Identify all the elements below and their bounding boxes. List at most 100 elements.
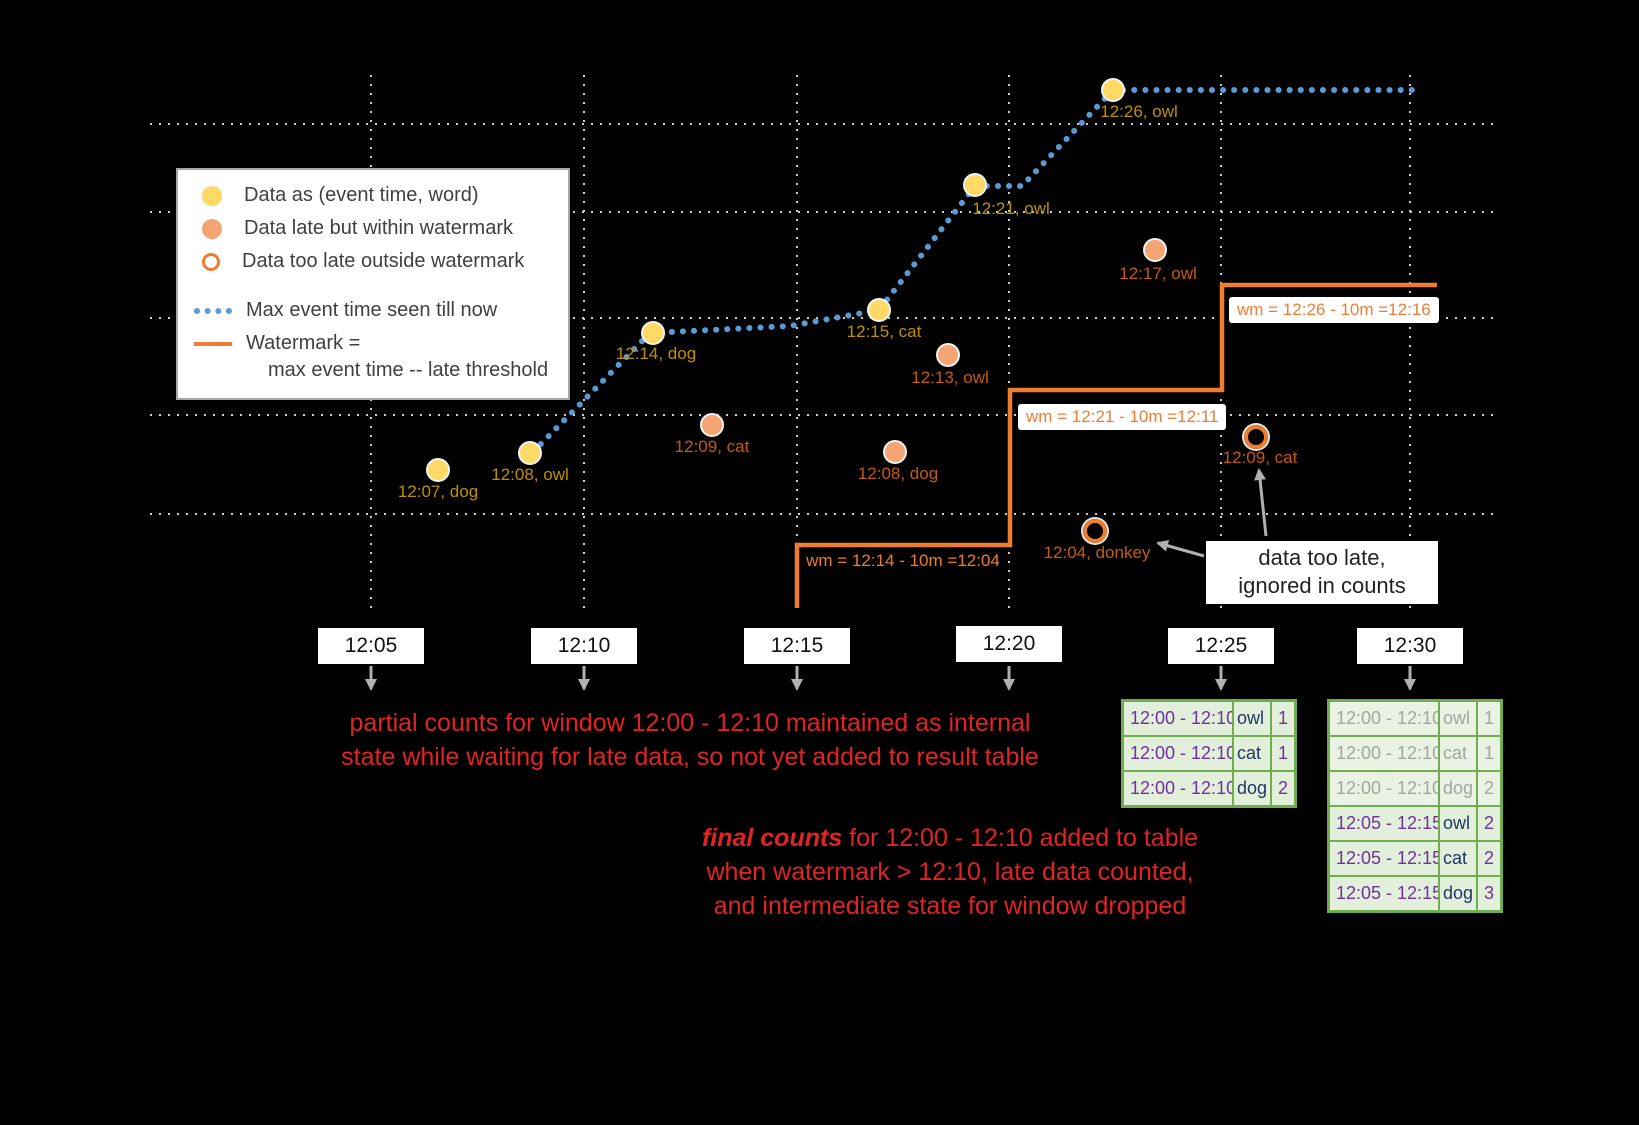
result-table-1225: 12:00 - 12:10 owl 1 12:00 - 12:10 cat 1 … — [1121, 699, 1297, 808]
table-row: 12:00 - 12:10 owl 1 — [1124, 702, 1294, 735]
event-point-label: 12:07, dog — [397, 482, 479, 501]
event-point-late — [883, 440, 907, 464]
table-row: 12:05 - 12:15 dog 3 — [1330, 877, 1500, 910]
event-point-label: 12:09, cat — [1222, 448, 1298, 467]
watermark-value-label: wm = 12:26 - 10m =12:16 — [1229, 297, 1439, 323]
on-time-dot-icon — [202, 185, 222, 206]
legend-label: Data too late outside watermark — [242, 250, 525, 272]
legend-label: max event time -- late threshold — [268, 359, 549, 381]
word-cell: dog — [1440, 772, 1476, 805]
event-point-label: 12:13, owl — [911, 368, 989, 387]
note-line: when watermark > 12:10, late data counte… — [706, 858, 1194, 886]
window-cell: 12:00 - 12:10 — [1330, 737, 1438, 770]
event-point-on-time — [518, 441, 542, 465]
result-table-1230: 12:00 - 12:10 owl 1 12:00 - 12:10 cat 1 … — [1327, 699, 1503, 913]
note-line: state while waiting for late data, so no… — [341, 743, 1039, 771]
event-point-on-time — [426, 458, 450, 482]
count-cell: 3 — [1478, 877, 1500, 910]
legend-item-max-event-time: Max event time seen till now — [194, 299, 552, 322]
legend-item-watermark-cont: max event time -- late threshold — [194, 359, 552, 382]
note-partial-counts: partial counts for window 12:00 - 12:10 … — [270, 706, 1110, 774]
word-cell: owl — [1440, 807, 1476, 840]
count-cell: 2 — [1478, 807, 1500, 840]
event-point-label: 12:14, dog — [615, 344, 697, 363]
count-cell: 1 — [1478, 702, 1500, 735]
word-cell: owl — [1440, 702, 1476, 735]
legend-spacer — [194, 370, 254, 371]
event-point-label: 12:21, owl — [972, 199, 1050, 218]
legend-item-too-late: Data too late outside watermark — [194, 250, 552, 273]
count-cell: 1 — [1478, 737, 1500, 770]
window-cell: 12:00 - 12:10 — [1330, 772, 1438, 805]
event-point-on-time — [1101, 78, 1125, 102]
event-point-too-late — [1083, 519, 1107, 543]
table-row-dropped: 12:00 - 12:10 dog 2 — [1330, 772, 1500, 805]
word-cell: dog — [1234, 772, 1270, 805]
note-final-counts: final counts for 12:00 - 12:10 added to … — [660, 821, 1240, 923]
axis-tick-1220: 12:20 — [956, 626, 1062, 662]
legend-item-watermark: Watermark = — [194, 332, 552, 355]
event-point-label: 12:17, owl — [1119, 264, 1197, 283]
axis-tick-1225: 12:25 — [1168, 628, 1274, 664]
word-cell: cat — [1440, 737, 1476, 770]
legend-item-on-time: Data as (event time, word) — [194, 184, 552, 207]
word-cell: dog — [1440, 877, 1476, 910]
count-cell: 2 — [1478, 842, 1500, 875]
too-late-ring-icon — [202, 252, 220, 271]
legend-label: Watermark = — [246, 332, 361, 354]
axis-tick-1210: 12:10 — [531, 628, 637, 664]
solid-line-icon — [194, 341, 232, 346]
event-point-label: 12:04, donkey — [1043, 543, 1151, 562]
legend-label: Max event time seen till now — [246, 299, 498, 321]
event-point-label: 12:26, owl — [1100, 102, 1178, 121]
event-point-on-time — [867, 298, 891, 322]
table-row-dropped: 12:00 - 12:10 cat 1 — [1330, 737, 1500, 770]
event-point-late — [936, 343, 960, 367]
event-point-label: 12:08, owl — [491, 465, 569, 484]
count-cell: 1 — [1272, 702, 1294, 735]
table-row: 12:00 - 12:10 cat 1 — [1124, 737, 1294, 770]
window-cell: 12:00 - 12:10 — [1124, 737, 1232, 770]
legend: Data as (event time, word) Data late but… — [176, 168, 570, 400]
window-cell: 12:05 - 12:15 — [1330, 807, 1438, 840]
table-row: 12:05 - 12:15 cat 2 — [1330, 842, 1500, 875]
watermark-line — [794, 282, 1437, 608]
event-point-label: 12:08, dog — [857, 464, 939, 483]
legend-label: Data as (event time, word) — [244, 184, 479, 206]
note-emphasis: final counts — [701, 824, 843, 852]
axis-tick-1215: 12:15 — [744, 628, 850, 664]
watermark-value-label: wm = 12:21 - 10m =12:11 — [1018, 404, 1227, 430]
word-cell: owl — [1234, 702, 1270, 735]
axis-tick-1230: 12:30 — [1357, 628, 1463, 664]
event-point-late — [700, 413, 724, 437]
too-late-callout-arrows — [1156, 468, 1268, 558]
window-cell: 12:00 - 12:10 — [1124, 772, 1232, 805]
axis-tick-1205: 12:05 — [318, 628, 424, 664]
event-point-label: 12:09, cat — [674, 437, 750, 456]
note-line: final counts for 12:00 - 12:10 added to … — [660, 821, 1240, 855]
window-cell: 12:05 - 12:15 — [1330, 877, 1438, 910]
event-point-too-late — [1244, 425, 1268, 449]
event-point-label: 12:15, cat — [846, 322, 922, 341]
legend-item-late: Data late but within watermark — [194, 217, 552, 240]
count-cell: 2 — [1478, 772, 1500, 805]
event-point-on-time — [641, 321, 665, 345]
too-late-callout: data too late, ignored in counts — [1206, 541, 1438, 604]
event-point-on-time — [963, 173, 987, 197]
watermark-value-label: wm = 12:14 - 10m =12:04 — [806, 551, 1000, 570]
table-row-dropped: 12:00 - 12:10 owl 1 — [1330, 702, 1500, 735]
note-line-rest: for 12:00 - 12:10 added to table — [842, 824, 1199, 852]
callout-line: ignored in counts — [1238, 573, 1406, 598]
table-row: 12:05 - 12:15 owl 2 — [1330, 807, 1500, 840]
word-cell: cat — [1234, 737, 1270, 770]
count-cell: 1 — [1272, 737, 1294, 770]
late-dot-icon — [202, 218, 222, 239]
window-cell: 12:05 - 12:15 — [1330, 842, 1438, 875]
dotted-line-icon — [194, 307, 232, 314]
tick-arrows — [365, 666, 1416, 691]
word-cell: cat — [1440, 842, 1476, 875]
window-cell: 12:00 - 12:10 — [1124, 702, 1232, 735]
note-line: partial counts for window 12:00 - 12:10 … — [349, 709, 1031, 737]
